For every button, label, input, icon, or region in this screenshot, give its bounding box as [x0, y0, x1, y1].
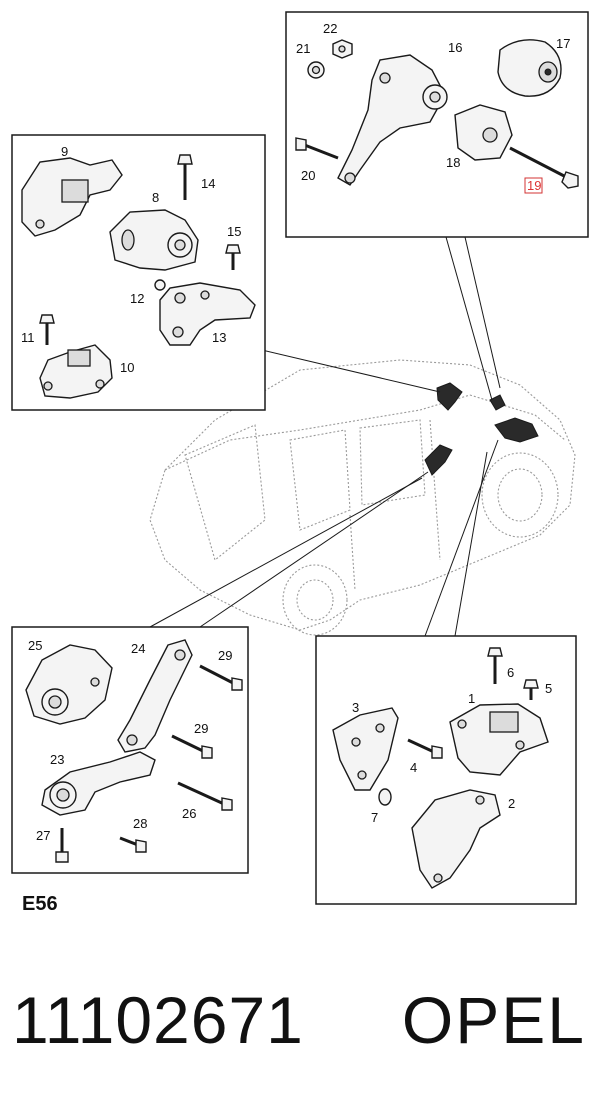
callout-12: 12: [130, 291, 144, 306]
callout-2: 2: [508, 796, 515, 811]
bolt-part-15: [225, 244, 241, 270]
callout-16: 16: [448, 40, 462, 55]
callout-8: 8: [152, 190, 159, 205]
bushing-part-18: [454, 104, 513, 161]
callout-28: 28: [133, 816, 147, 831]
link-part-24: [117, 639, 193, 753]
bracket-part-2: [411, 789, 501, 889]
callout-15: 15: [227, 224, 241, 239]
bolt-part-12: [154, 279, 166, 291]
callout-23: 23: [50, 752, 64, 767]
bolt-part-19: [509, 146, 579, 189]
mount-location-markers: [424, 382, 539, 476]
callout-29-upper: 29: [218, 648, 232, 663]
spacer-part-7: [378, 788, 392, 806]
vehicle-outline: [149, 359, 576, 636]
callout-11: 11: [21, 330, 35, 345]
callout-7: 7: [371, 810, 378, 825]
bolt-part-26: [177, 781, 233, 811]
bushing-part-17: [497, 39, 562, 97]
part-number-text: 11102671: [12, 983, 304, 1057]
bolt-part-29-lower: [171, 734, 213, 759]
callout-4: 4: [410, 760, 417, 775]
callout-18: 18: [446, 155, 460, 170]
callout-9: 9: [61, 144, 68, 159]
bolt-part-4: [407, 738, 443, 759]
callout-19-highlight: [524, 177, 543, 194]
callout-27: 27: [36, 828, 50, 843]
bushing-part-25: [25, 644, 113, 725]
callout-13: 13: [212, 330, 226, 345]
bolt-part-5: [523, 679, 539, 700]
callout-24: 24: [131, 641, 145, 656]
mount-part-8: [109, 209, 199, 271]
callout-3: 3: [352, 700, 359, 715]
mount-part-1: [449, 703, 549, 776]
bolt-part-14: [177, 154, 193, 200]
bolt-part-27: [55, 828, 69, 863]
detail-box-right-mount: 6 5 1 3 4 7 2: [315, 635, 577, 905]
bolt-part-11: [39, 314, 55, 345]
callout-21: 21: [296, 41, 310, 56]
brand-name-text: OPEL: [401, 983, 586, 1057]
callout-5: 5: [545, 681, 552, 696]
callout-10: 10: [120, 360, 134, 375]
callout-19: 19: [527, 178, 541, 193]
nut-part-22: [332, 39, 353, 59]
bracket-part-16: [337, 54, 448, 186]
detail-box-upper-mount: 22 21 16 17 18 19 20: [285, 11, 589, 238]
detail-box-left-mount: 9 14 8 15 12 13 11 10: [11, 134, 266, 411]
callout-22: 22: [323, 21, 337, 36]
callout-1: 1: [468, 691, 475, 706]
bolt-part-28: [119, 836, 147, 853]
bolt-part-6: [487, 647, 503, 684]
bracket-part-13: [159, 282, 256, 346]
torque-arm-part-23: [41, 751, 156, 816]
callout-26: 26: [182, 806, 196, 821]
mount-part-9: [21, 157, 123, 237]
callout-25: 25: [28, 638, 42, 653]
callout-6: 6: [507, 665, 514, 680]
callout-14: 14: [201, 176, 215, 191]
part-number-banner: 11102671 OPEL: [12, 980, 592, 1060]
bolt-part-20: [295, 137, 339, 160]
section-code-label: E56: [22, 893, 58, 915]
plate-part-3: [332, 707, 399, 791]
callout-29-lower: 29: [194, 721, 208, 736]
bolt-part-29-upper: [199, 664, 243, 691]
callout-20: 20: [301, 168, 315, 183]
callout-17: 17: [556, 36, 570, 51]
nut-part-21: [307, 61, 325, 79]
mount-part-10: [39, 344, 113, 399]
detail-box-rear-mount: 25 24 29 29 23 26 28 27: [11, 626, 249, 874]
